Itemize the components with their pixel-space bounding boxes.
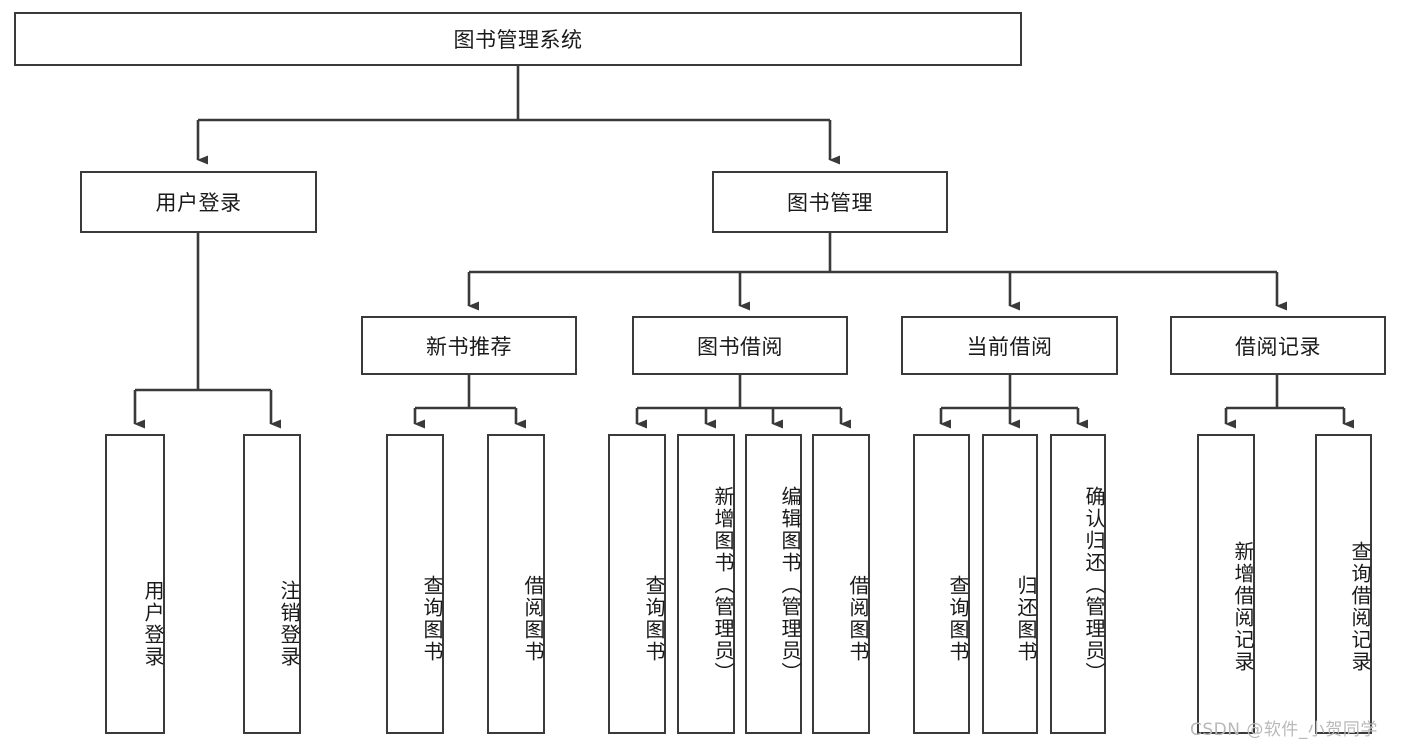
leaf-current-borrow-query[interactable]: 查询图书 — [913, 434, 970, 734]
leaf-new-book-query[interactable]: 查询图书 — [386, 434, 444, 734]
leaf-current-borrow-return[interactable]: 归还图书 — [982, 434, 1038, 734]
leaf-borrow-record-query[interactable]: 查询借阅记录 — [1315, 434, 1372, 734]
node-current-borrow[interactable]: 当前借阅 — [901, 316, 1118, 375]
node-book-borrow[interactable]: 图书借阅 — [632, 316, 848, 375]
node-borrow-record[interactable]: 借阅记录 — [1170, 316, 1386, 375]
node-new-book-recommend[interactable]: 新书推荐 — [361, 316, 577, 375]
leaf-book-borrow-query[interactable]: 查询图书 — [608, 434, 666, 734]
leaf-borrow-record-add[interactable]: 新增借阅记录 — [1197, 434, 1255, 734]
leaf-book-borrow-add[interactable]: 新增图书（管理员） — [677, 434, 735, 734]
node-user-login[interactable]: 用户登录 — [80, 171, 317, 233]
leaf-book-borrow-edit[interactable]: 编辑图书（管理员） — [745, 434, 802, 734]
node-root-system[interactable]: 图书管理系统 — [14, 12, 1022, 66]
node-book-management[interactable]: 图书管理 — [712, 171, 948, 233]
csdn-watermark: CSDN @软件_小贺同学 — [1190, 720, 1378, 740]
leaf-new-book-borrow[interactable]: 借阅图书 — [487, 434, 545, 734]
leaf-user-login-signin[interactable]: 用户登录 — [105, 434, 165, 734]
leaf-book-borrow-lend[interactable]: 借阅图书 — [812, 434, 870, 734]
leaf-current-borrow-confirm-return[interactable]: 确认归还（管理员） — [1050, 434, 1106, 734]
leaf-user-login-signout[interactable]: 注销登录 — [243, 434, 301, 734]
